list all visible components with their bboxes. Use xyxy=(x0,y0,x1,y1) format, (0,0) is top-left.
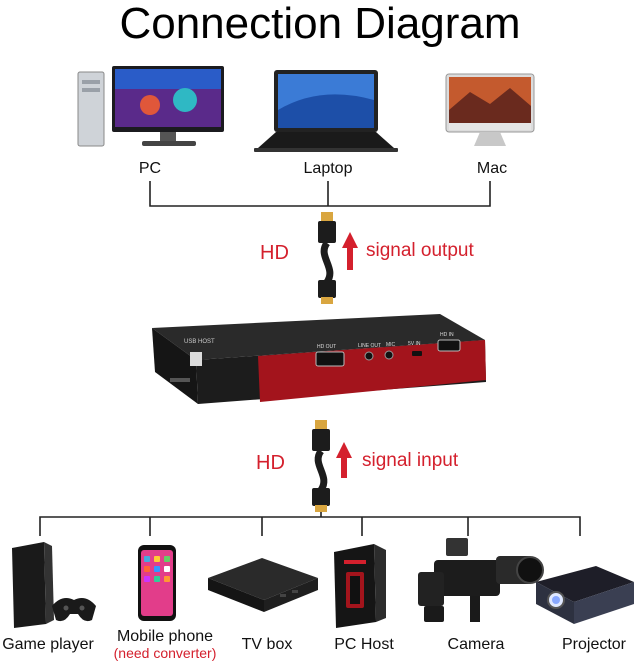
up-arrow-icon xyxy=(342,232,358,270)
target-label-mobile-phone: Mobile phone xyxy=(106,628,224,646)
laptop-icon xyxy=(254,70,398,152)
target-connector-lines xyxy=(40,512,580,536)
port-label-hd-in: HD IN xyxy=(440,332,454,338)
source-label-laptop: Laptop xyxy=(290,160,366,178)
projector-icon xyxy=(536,566,634,624)
target-label-tv-box: TV box xyxy=(232,636,302,654)
need-converter-note: (need converter) xyxy=(100,645,230,661)
usb-host-label: USB HOST xyxy=(184,339,215,345)
target-label-camera: Camera xyxy=(440,636,512,654)
source-connector-lines xyxy=(150,181,490,206)
signal-output-label: signal output xyxy=(366,240,474,262)
imac-icon xyxy=(446,74,534,146)
port-label-5v-in: 5V IN xyxy=(408,341,421,347)
target-label-pc-host: PC Host xyxy=(326,636,402,654)
source-label-mac: Mac xyxy=(460,160,524,178)
port-label-line-out: LINE OUT xyxy=(358,343,381,349)
hd-cable-label-input: HD xyxy=(256,452,285,475)
mobile-phone-icon xyxy=(138,545,176,621)
target-label-projector: Projector xyxy=(552,636,636,654)
hdmi-cable-input xyxy=(312,420,330,512)
signal-input-label: signal input xyxy=(362,450,458,472)
tv-box-icon xyxy=(208,558,318,612)
source-label-pc: PC xyxy=(120,160,180,178)
capture-device xyxy=(152,314,486,404)
game-console-icon xyxy=(12,542,96,628)
target-label-game-player: Game player xyxy=(0,636,96,654)
camcorder-icon xyxy=(418,538,543,622)
desktop-pc-icon xyxy=(78,66,224,146)
pc-tower-icon xyxy=(334,544,386,628)
hd-cable-label-output: HD xyxy=(260,242,289,265)
hdmi-cable-output xyxy=(318,212,336,304)
port-label-hd-out: HD OUT xyxy=(317,344,336,350)
port-label-mic: MIC xyxy=(386,342,395,348)
up-arrow-icon xyxy=(336,442,352,478)
